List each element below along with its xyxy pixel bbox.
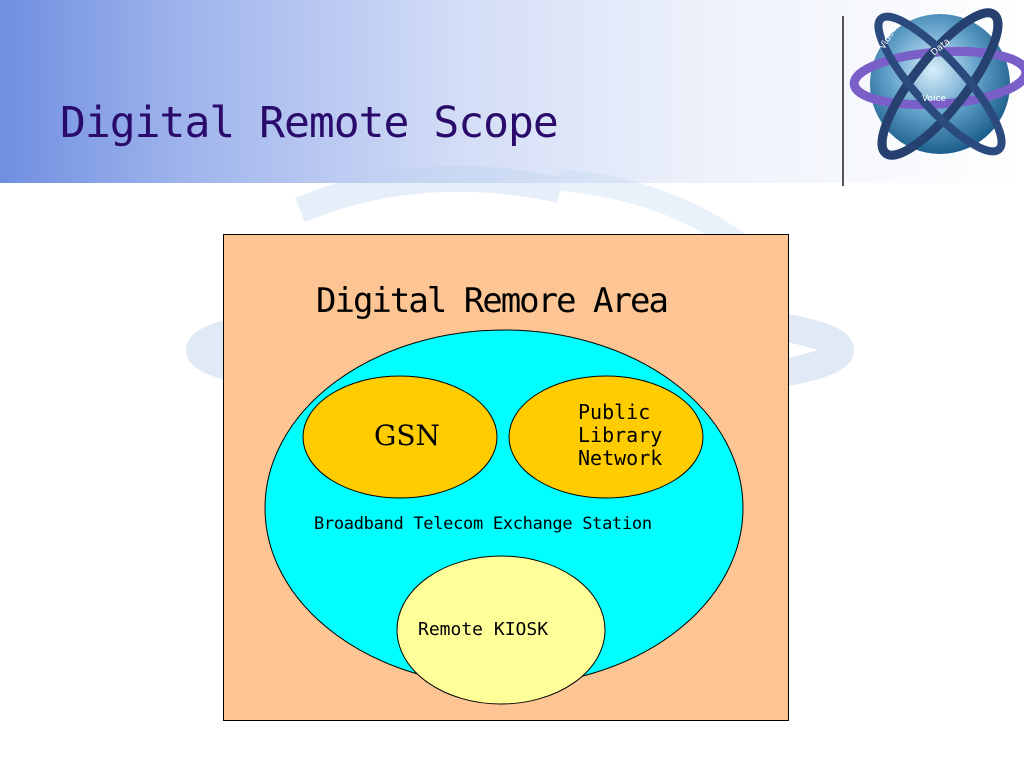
gsn-label: GSN [374, 419, 441, 452]
slide-title: Digital Remote Scope [60, 98, 559, 148]
header-divider [842, 16, 844, 186]
library-label-line: Network [578, 446, 663, 470]
logo-label-voice: Voice [922, 94, 946, 104]
library-label-line: Public [578, 400, 651, 424]
library-label-line: Library [578, 423, 663, 447]
digital-remote-area-diagram: Digital Remore Area GSN Public Library N… [223, 234, 789, 721]
library-network-label: Public Library Network [578, 401, 662, 470]
area-title: Digital Remore Area [316, 281, 669, 321]
remote-kiosk-ellipse [396, 555, 606, 705]
station-label: Broadband Telecom Exchange Station [314, 514, 652, 534]
gsn-ellipse [302, 375, 498, 499]
library-network-ellipse [508, 375, 704, 499]
globe-logo-icon: Video Data Voice [849, 8, 1024, 160]
kiosk-label: Remote KIOSK [418, 619, 549, 640]
diagram-shapes [264, 329, 744, 705]
